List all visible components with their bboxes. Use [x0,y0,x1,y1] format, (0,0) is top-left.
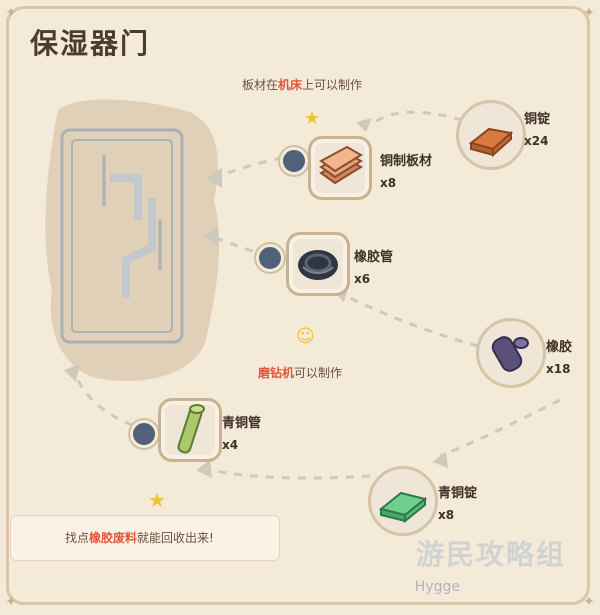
smiley-icon: ☺ [296,326,315,347]
rubber-name: 橡胶 [546,340,573,355]
bronze-ingot-icon [378,491,428,524]
rubber-tube-icon [298,250,338,280]
copper-ingot-slot[interactable] [456,100,526,170]
corner-ornament-icon: ✦ [5,5,17,21]
recycle-tip-text: 找点橡胶废料就能回收出来! [65,531,214,545]
page-title: 保湿器门 [30,27,151,60]
watermark-sub: Hygge [414,579,460,595]
corner-ornament-icon: ✦ [583,5,595,21]
star-icon: ★ [148,488,166,512]
bronze-ingot-qty: x8 [438,508,455,522]
copper-ingot-name: 铜锭 [524,112,551,127]
copper-ingot-icon [468,127,514,158]
status-dot [256,244,284,272]
status-dot [130,420,158,448]
recycle-tip: 找点橡胶废料就能回收出来! [10,515,280,561]
corner-ornament-icon: ✦ [583,594,595,610]
bronze-ingot-name: 青铜锭 [438,486,478,501]
bronze-tube-icon [177,404,205,454]
rubber-tube-qty: x6 [354,272,371,286]
star-icon: ★ [304,108,321,129]
bronze-tube-slot[interactable] [158,398,222,462]
rubber-slot[interactable] [476,318,546,388]
card-frame [6,6,590,605]
rubber-qty: x18 [546,362,571,376]
rubber-tube-name: 橡胶管 [354,250,394,265]
copper-plate-icon [319,145,363,185]
bronze-tube-qty: x4 [222,438,239,452]
note-lathe: 板材在机床上可以制作 [242,78,363,92]
copper-ingot-qty: x24 [524,134,549,148]
copper-plate-qty: x8 [380,176,397,190]
rubber-roll-icon [491,336,529,372]
watermark: 游民攻略组 [415,538,566,571]
copper-plate-name: 铜制板材 [380,154,433,169]
status-dot [280,147,308,175]
note-drill: 磨钻机可以制作 [258,366,343,380]
bronze-tube-name: 青铜管 [222,416,262,431]
copper-plate-slot[interactable] [308,136,372,200]
humidor-door-icon [60,128,184,344]
bronze-ingot-slot[interactable] [368,466,438,536]
rubber-tube-slot[interactable] [286,232,350,296]
corner-ornament-icon: ✦ [5,594,17,610]
